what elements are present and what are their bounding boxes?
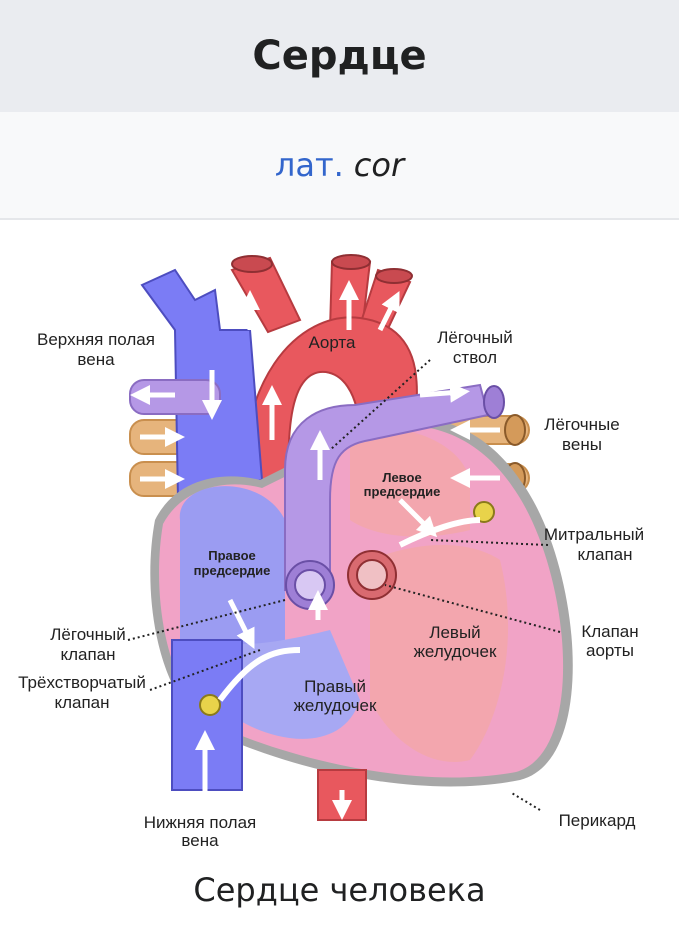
label-ra-line1: Правое [208, 548, 256, 563]
label-mv-line1: Митральный [544, 525, 644, 544]
label-ivc-line1: Нижняя полая [144, 813, 257, 832]
leader-lines [127, 359, 561, 811]
label-lv-line2: желудочек [414, 642, 497, 661]
latin-name-row: лат. cor [0, 112, 679, 220]
figure-caption: Сердце человека [193, 871, 486, 909]
label-pvalve-line2: клапан [60, 645, 115, 664]
page-header: Сердце [0, 0, 679, 112]
label-aorta: Аорта [309, 333, 356, 352]
valves [199, 501, 495, 716]
label-tv-line1: Трёхстворчатый [18, 673, 146, 692]
label-pt-line2: ствол [453, 348, 497, 367]
label-rv-line2: желудочек [294, 696, 377, 715]
heart-figure[interactable]: Верхняя полая вена Аорта Лёгочный ствол … [0, 220, 679, 860]
label-pvalve-line1: Лёгочный [50, 625, 125, 644]
latin-abbr-link[interactable]: лат. [274, 146, 344, 184]
label-ivc-line2: вена [181, 831, 219, 850]
label-svc-line2: вена [77, 350, 115, 369]
label-la-line2: предсердие [364, 484, 441, 499]
label-ra-line2: предсердие [194, 563, 271, 578]
page-title: Сердце [252, 33, 427, 79]
label-pv-line1: Лёгочные [544, 415, 619, 434]
latin-word: cor [353, 146, 405, 184]
heart-diagram: Верхняя полая вена Аорта Лёгочный ствол … [18, 254, 644, 850]
label-av-line1: Клапан [581, 622, 638, 641]
heart-body [150, 416, 573, 787]
label-av-line2: аорты [586, 641, 634, 660]
label-lv-line1: Левый [429, 623, 480, 642]
label-pv-line2: вены [562, 435, 602, 454]
label-la-line1: Левое [382, 470, 421, 485]
label-tv-line2: клапан [54, 693, 109, 712]
label-mv-line2: клапан [577, 545, 632, 564]
label-rv-line1: Правый [304, 677, 366, 696]
label-pt-line1: Лёгочный [437, 328, 512, 347]
diagram-labels: Верхняя полая вена Аорта Лёгочный ствол … [18, 328, 644, 850]
flow-arrows [130, 280, 500, 820]
label-pericardium: Перикард [559, 811, 636, 830]
label-svc-line1: Верхняя полая [37, 330, 155, 349]
